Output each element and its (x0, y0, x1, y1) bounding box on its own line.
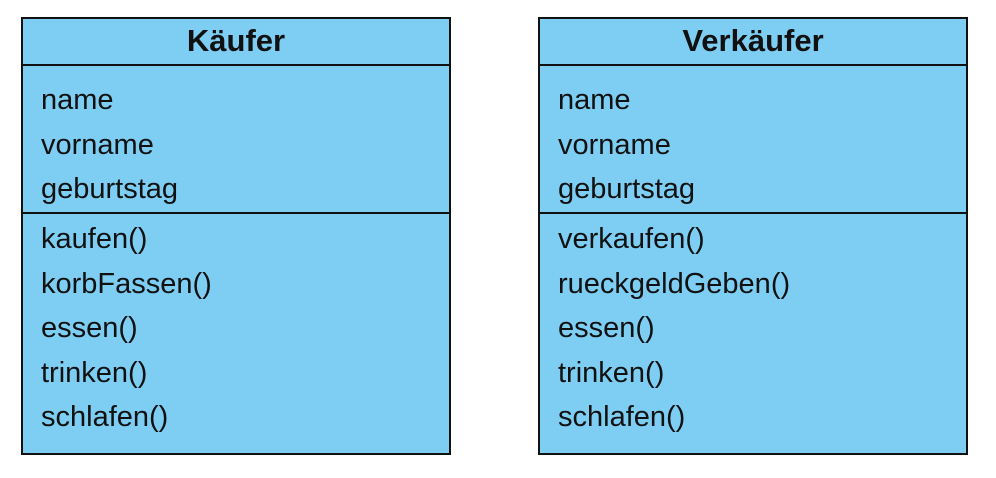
operation-trinken: trinken() (558, 356, 665, 389)
attribute-name: name (41, 84, 114, 116)
class-name: Käufer (23, 19, 449, 66)
operation-rueckgeldgeben: rueckgeldGeben() (558, 267, 791, 300)
attribute-compartment: name vorname geburtstag (23, 66, 449, 214)
class-kaeufer: Käufer name vorname geburtstag kaufen() … (21, 17, 451, 455)
operation-schlafen: schlafen() (558, 401, 686, 433)
operation-trinken: trinken() (41, 356, 148, 389)
operation-korbfassen: korbFassen() (41, 267, 212, 300)
operation-schlafen: schlafen() (41, 401, 169, 433)
attribute-name: name (558, 84, 631, 116)
attribute-vorname: vorname (41, 128, 154, 161)
class-verkaeufer: Verkäufer name vorname geburtstag verkau… (538, 17, 968, 455)
attribute-geburtstag: geburtstag (558, 173, 696, 205)
operation-compartment: verkaufen() rueckgeldGeben() essen() tri… (540, 214, 966, 440)
operation-essen: essen() (558, 312, 655, 344)
attribute-compartment: name vorname geburtstag (540, 66, 966, 214)
operation-compartment: kaufen() korbFassen() essen() trinken() … (23, 214, 449, 440)
class-name: Verkäufer (540, 19, 966, 66)
operation-verkaufen: verkaufen() (558, 223, 705, 255)
operation-kaufen: kaufen() (41, 223, 148, 255)
attribute-vorname: vorname (558, 128, 671, 161)
attribute-geburtstag: geburtstag (41, 173, 179, 205)
operation-essen: essen() (41, 312, 138, 344)
